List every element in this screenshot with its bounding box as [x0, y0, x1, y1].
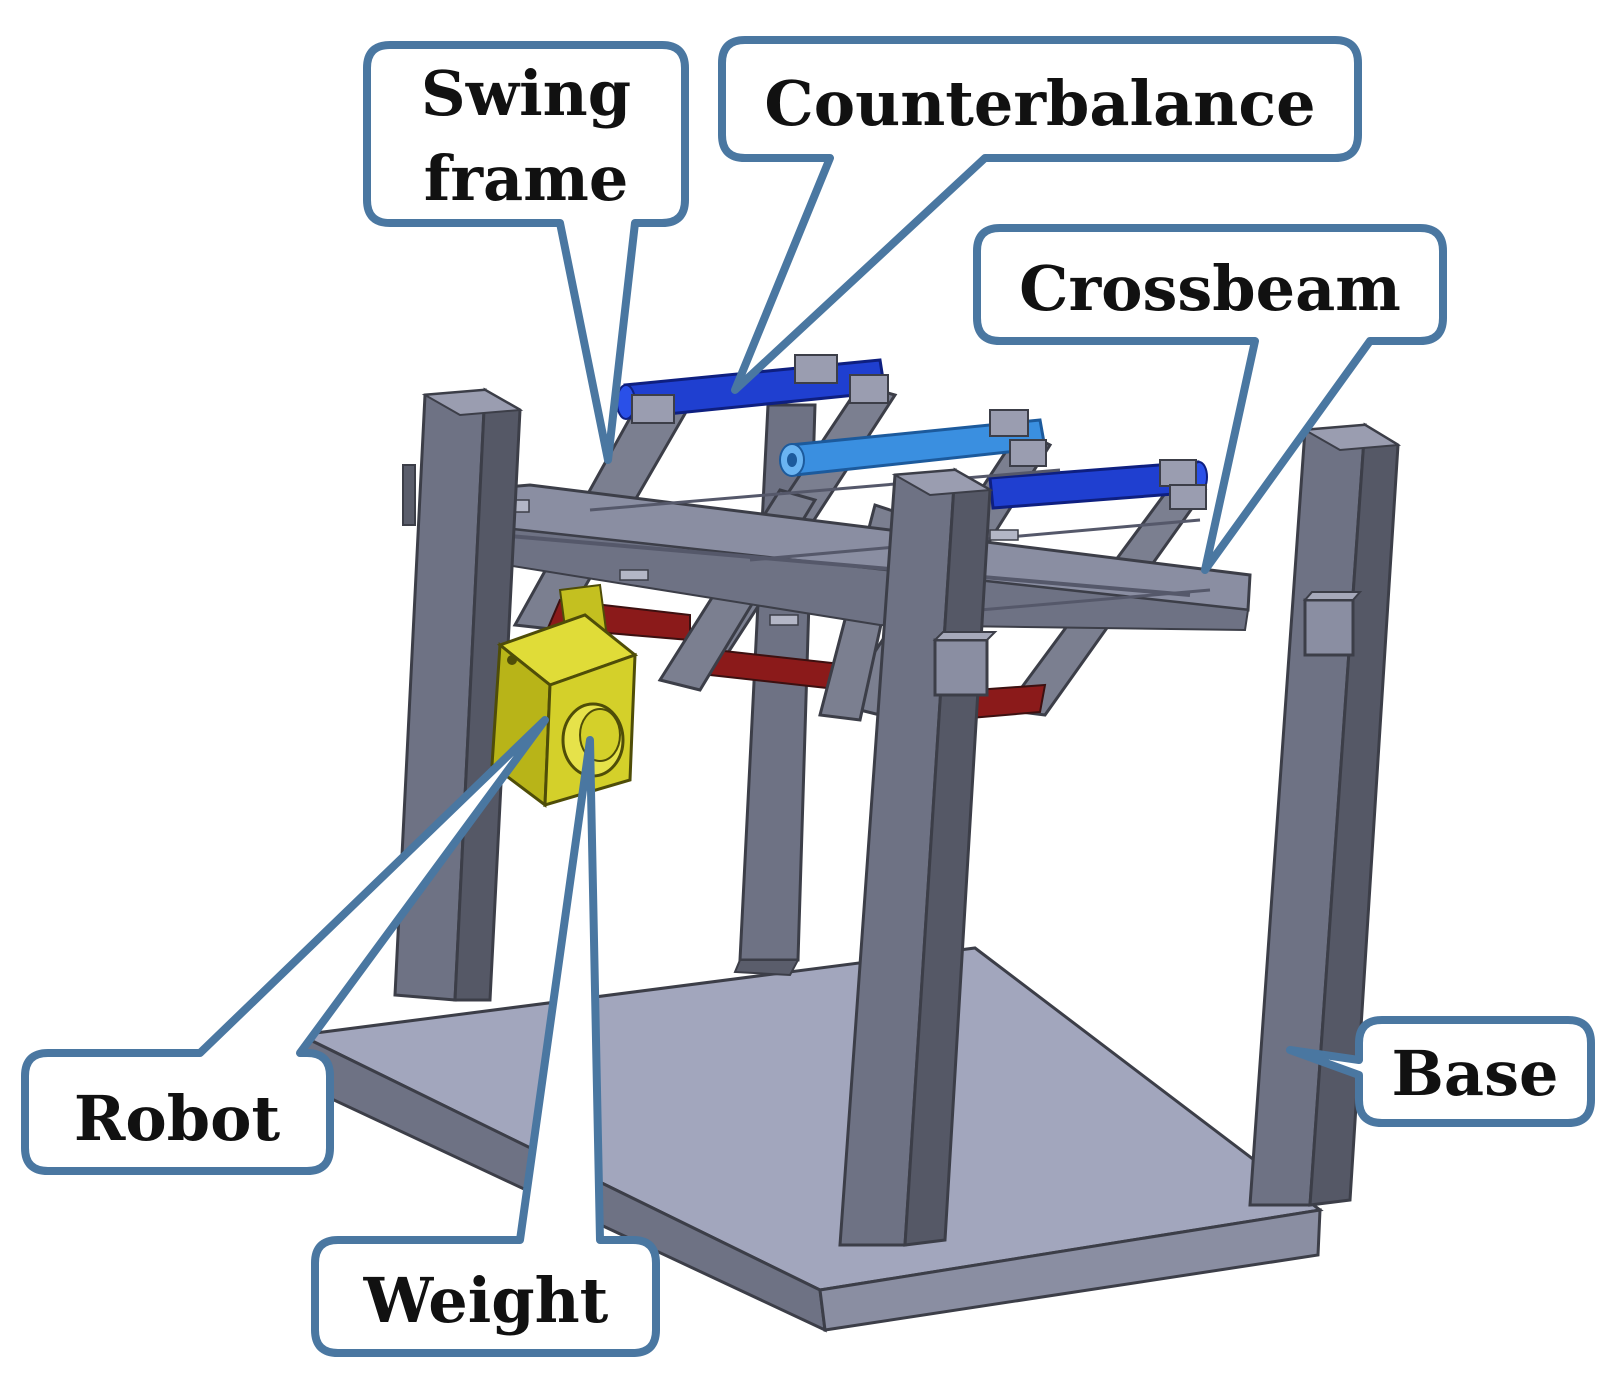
callout-swing-frame-bubble	[363, 41, 689, 464]
front-middle-post	[838, 467, 998, 1247]
callout-swing-frame-line1: Swing	[421, 57, 631, 130]
callout-counterbalance-bubble	[718, 36, 1362, 394]
callout-robot: Robot	[21, 716, 549, 1175]
callout-weight: Weight	[311, 736, 660, 1357]
callout-robot-text: Robot	[74, 1082, 281, 1155]
callout-crossbeam-text: Crossbeam	[1019, 252, 1401, 325]
top-brackets	[631, 354, 1207, 510]
callout-weight-bubble	[311, 736, 660, 1357]
callout-base: Base	[1286, 1016, 1595, 1127]
callout-base-text: Base	[1392, 1037, 1559, 1110]
callout-crossbeam-bubble	[973, 224, 1447, 574]
callout-counterbalance-text: Counterbalance	[764, 67, 1315, 140]
callout-robot-bubble	[21, 716, 549, 1175]
callout-weight-text: Weight	[363, 1264, 609, 1337]
callout-crossbeam: Crossbeam	[973, 224, 1447, 574]
callout-swing-frame-line2: frame	[424, 142, 629, 215]
callout-swing-frame: Swing frame	[363, 41, 689, 464]
callout-counterbalance: Counterbalance	[718, 36, 1362, 394]
callout-base-bubble	[1286, 1016, 1595, 1127]
front-right-post	[1248, 422, 1402, 1207]
